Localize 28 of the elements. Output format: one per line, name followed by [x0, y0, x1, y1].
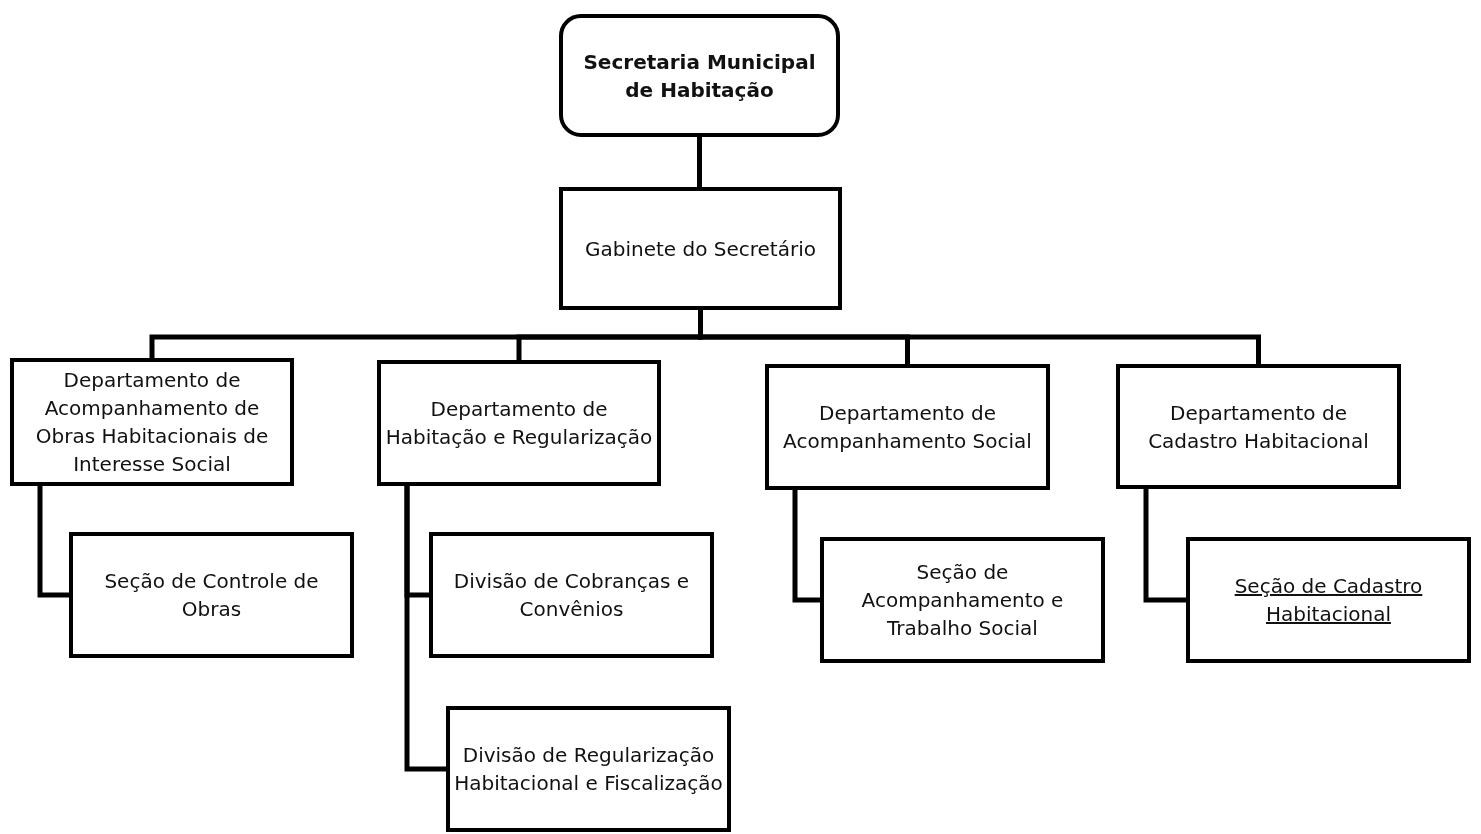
connector-line — [792, 490, 820, 603]
org-box — [559, 187, 842, 310]
box-label: Departamento de Acompanhamento Social — [782, 400, 1033, 455]
box-label: Divisão de Cobranças e Convênios — [452, 568, 691, 623]
connector-line — [698, 310, 1261, 364]
connector-line — [404, 486, 446, 772]
connector-line — [1143, 489, 1186, 603]
org-box — [10, 358, 294, 486]
connector-line — [37, 486, 69, 598]
box-label: Seção de Controle de Obras — [103, 568, 320, 623]
box-label: Departamento de Acompanhamento de Obras Habitacionais de Interesse Social — [34, 367, 270, 478]
box-label: Departamento de Cadastro Habitacional — [1147, 399, 1370, 455]
rounded-box — [559, 14, 840, 137]
org-box — [1186, 537, 1471, 663]
connector-line — [697, 137, 702, 187]
org-box — [1116, 364, 1401, 489]
box-label: Seção de Acompanhamento e Trabalho Social — [860, 559, 1065, 642]
org-box — [377, 360, 661, 486]
box-label: Seção de Cadastro Habitacional — [1233, 573, 1424, 628]
org-box — [446, 706, 731, 832]
org-box — [429, 532, 714, 658]
box-label: Departamento de Habitação e Regularização — [384, 396, 654, 451]
org-box — [765, 364, 1050, 490]
box-label: Divisão de Regularização Habitacional e Fiscalização — [453, 742, 724, 797]
box-label: Secretaria Municipal de Habitação — [582, 48, 817, 104]
org-box — [69, 532, 354, 658]
org-box — [820, 537, 1105, 663]
box-label: Gabinete do Secretário — [584, 235, 817, 263]
